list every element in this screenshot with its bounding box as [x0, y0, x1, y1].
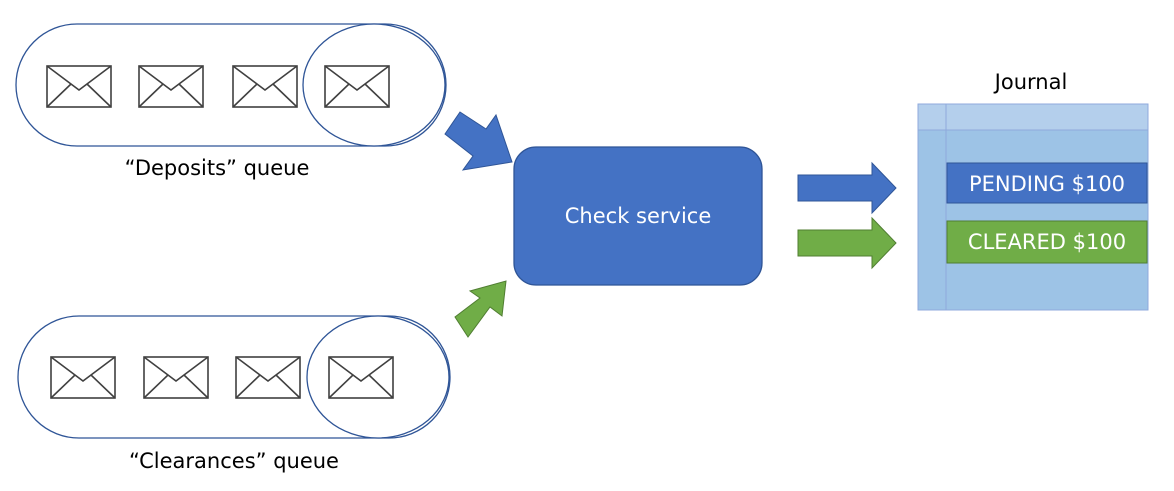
- envelope-icon: [143, 356, 209, 399]
- deposits-to-service-arrow-icon: [444, 111, 513, 171]
- journal-entry-cleared-label: CLEARED $100: [968, 230, 1126, 254]
- journal-entry-cleared: [946, 220, 1148, 264]
- pending-arrow-icon: [797, 161, 897, 215]
- envelope-icon: [235, 356, 301, 399]
- journal-header-row: [917, 103, 1149, 131]
- deposits-queue: “Deposits” queue: [15, 23, 447, 180]
- cleared-arrow-icon: [797, 216, 897, 270]
- check-service: Check service: [513, 146, 763, 286]
- envelope-icon: [232, 65, 298, 108]
- clearances-to-service-arrow-icon: [454, 280, 507, 338]
- deposits-queue-label: “Deposits” queue: [125, 156, 310, 180]
- envelope-icon: [46, 65, 112, 108]
- check-service-label: Check service: [565, 204, 712, 228]
- envelope-icon: [328, 356, 394, 399]
- envelope-icon: [50, 356, 116, 399]
- envelope-icon: [324, 65, 390, 108]
- journal-body: [917, 103, 1149, 311]
- journal-title: Journal: [993, 70, 1068, 94]
- check-service-box: [513, 146, 763, 286]
- envelope-icon: [138, 65, 204, 108]
- journal: Journal PENDING $100 CLEARED $100: [917, 70, 1149, 311]
- clearances-queue: “Clearances” queue: [17, 315, 451, 473]
- journal-entry-pending: [946, 162, 1148, 204]
- journal-entry-pending-label: PENDING $100: [969, 172, 1125, 196]
- clearances-queue-label: “Clearances” queue: [129, 449, 339, 473]
